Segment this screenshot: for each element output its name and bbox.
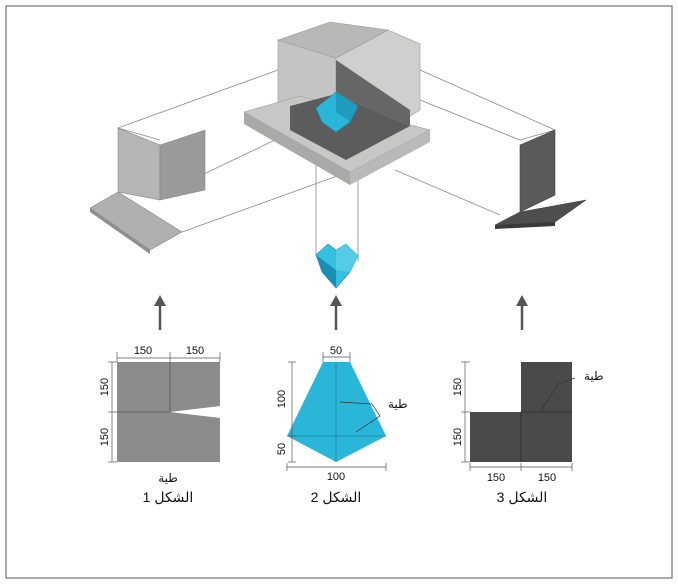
arrows bbox=[154, 295, 528, 330]
figure-2-caption: الشكل 2 bbox=[311, 489, 362, 505]
figure-1-caption: الشكل 1 bbox=[143, 489, 194, 505]
figure-1-top-dimension bbox=[116, 352, 221, 362]
figure-3-left-dimension bbox=[461, 361, 470, 463]
figure-2-bottom-dimension bbox=[286, 463, 387, 471]
figure-1-top-dim-left: 150 bbox=[134, 345, 152, 357]
figure-3-bottom-dim-left: 150 bbox=[487, 472, 505, 484]
figure-3-left-dim-top: 150 bbox=[452, 378, 464, 396]
figure-3-bottom-dimension bbox=[469, 463, 573, 471]
up-arrow-icon bbox=[516, 295, 528, 330]
right-flashing-3d bbox=[494, 129, 587, 229]
figure-3: طية 150 150 150 150 الشكل 3 bbox=[452, 361, 604, 505]
diagram-frame bbox=[5, 5, 673, 579]
figure-3-left-dim-bottom: 150 bbox=[452, 428, 464, 446]
figure-3-bottom-dim-right: 150 bbox=[538, 472, 556, 484]
figure-2-bottom-dim: 100 bbox=[327, 471, 345, 483]
figure-3-caption: الشكل 3 bbox=[497, 489, 548, 505]
figure-3-fold-label: طية bbox=[584, 369, 604, 383]
figure-1: 150 150 150 150 طية الشكل 1 bbox=[99, 345, 221, 505]
figure-1-top-dim-right: 150 bbox=[186, 345, 204, 357]
figure-2-top-dim: 50 bbox=[330, 345, 342, 357]
figure-2-top-dimension bbox=[322, 352, 351, 362]
up-arrow-icon bbox=[154, 295, 166, 330]
up-arrow-icon bbox=[330, 295, 342, 330]
figure-1-left-dim-bottom: 150 bbox=[99, 428, 111, 446]
cyan-corner-piece-3d bbox=[315, 243, 359, 289]
figure-2-left-dim-top: 100 bbox=[276, 390, 288, 408]
figure-2-shape bbox=[287, 362, 386, 462]
3d-illustration bbox=[89, 21, 587, 289]
figure-1-left-dim-top: 150 bbox=[99, 378, 111, 396]
figure-1-fold-label: طية bbox=[158, 471, 178, 485]
figure-2-fold-label: طية bbox=[388, 397, 408, 411]
figure-2-left-dim-bottom: 50 bbox=[276, 443, 288, 455]
left-flashing-3d bbox=[89, 127, 206, 254]
figure-1-left-dimension bbox=[108, 361, 117, 463]
figure-2-left-dimension bbox=[288, 361, 296, 463]
figure-2: 50 100 50 100 طية الشكل 2 bbox=[276, 345, 408, 505]
concrete-corner bbox=[243, 21, 431, 185]
